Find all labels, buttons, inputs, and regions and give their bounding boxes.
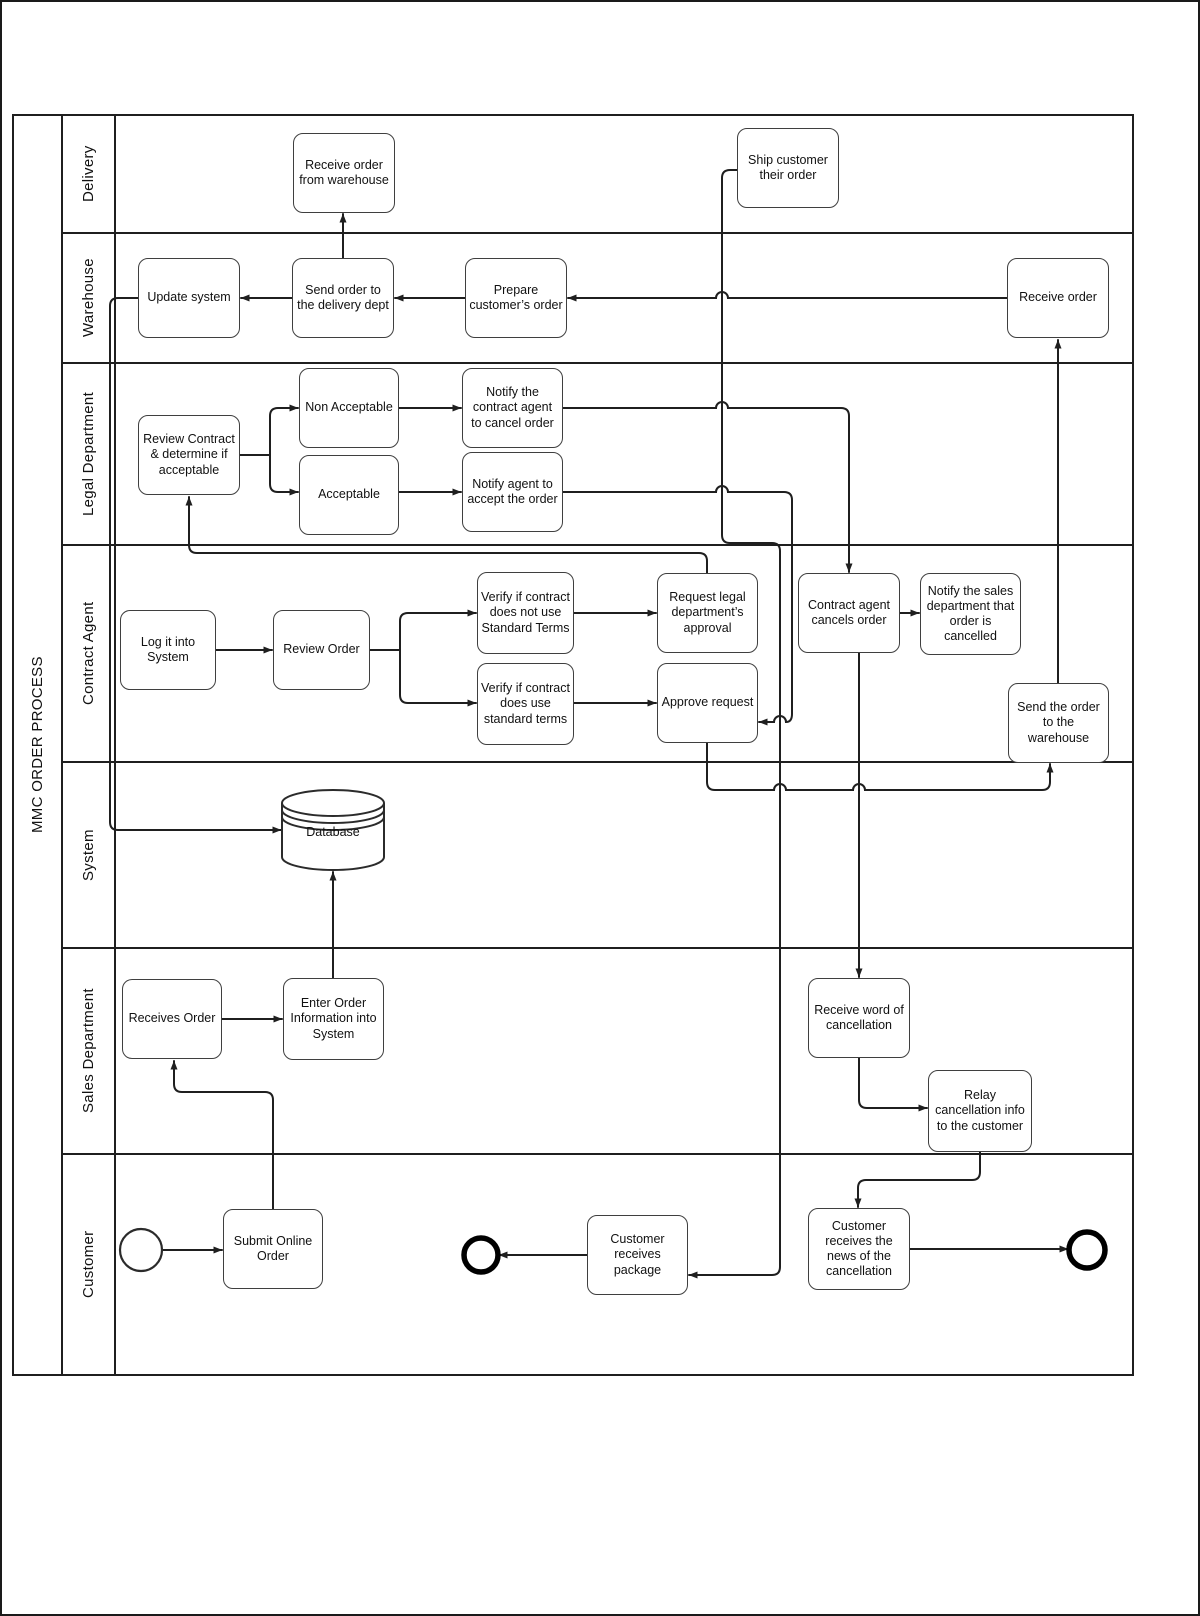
task-agent-cancels-order: Contract agent cancels order (798, 573, 900, 653)
database-body (281, 803, 385, 871)
database-top (281, 789, 385, 817)
lane-label-customer: Customer (80, 1230, 97, 1299)
task-send-order-to-delivery: Send order to the delivery dept (292, 258, 394, 338)
flow-notify-cancel-to-agent-cancels (562, 401, 853, 573)
task-acceptable: Acceptable (299, 455, 399, 535)
task-receives-order: Receives Order (122, 979, 222, 1059)
task-non-acceptable: Non Acceptable (299, 368, 399, 448)
lane-label-system: System (80, 829, 97, 881)
lane-label-sales: Sales Department (80, 988, 97, 1114)
flow-review-contract-to-non-acceptable (269, 404, 299, 456)
flow-relay-to-customer-news (854, 1151, 981, 1208)
task-notify-agent-accept: Notify agent to accept the order (462, 452, 563, 532)
task-verify-standard-terms: Verify if contract does use standard ter… (477, 663, 574, 745)
flow-review-to-verify-standard (399, 649, 477, 707)
database-rim-1 (281, 809, 385, 824)
pool-border (12, 114, 1134, 1376)
database-label: Database (306, 825, 360, 839)
database-cylinder (281, 789, 385, 871)
end-event-circle-cancellation (1066, 1229, 1108, 1271)
flow-approve-to-send-warehouse (706, 742, 1054, 791)
sequence-flows (109, 169, 1069, 1279)
task-prepare-customer-order: Prepare customer’s order (465, 258, 567, 338)
flow-update-system-to-database (109, 297, 282, 834)
task-review-contract: Review Contract & determine if acceptabl… (138, 415, 240, 495)
lane-label-contract-agent: Contract Agent (80, 601, 97, 706)
pool-frame (12, 114, 1134, 1376)
task-customer-receives-cancellation-news: Customer receives the news of the cancel… (808, 1208, 910, 1290)
task-approve-request: Approve request (657, 663, 758, 743)
lane-label-legal: Legal Department (80, 391, 97, 517)
flow-notify-accept-to-approve (562, 485, 793, 726)
task-request-legal-approval: Request legal department’s approval (657, 573, 758, 653)
task-enter-order-information: Enter Order Information into System (283, 978, 384, 1060)
start-event-circle (118, 1227, 164, 1273)
database-rim-2 (281, 816, 385, 831)
task-relay-cancellation-info: Relay cancellation info to the customer (928, 1070, 1032, 1152)
flow-submit-to-receives-order (170, 1060, 274, 1210)
task-ship-customer-order: Ship customer their order (737, 128, 839, 208)
task-verify-not-standard-terms: Verify if contract does not use Standard… (477, 572, 574, 654)
pool-title: MMC ORDER PROCESS (29, 656, 46, 834)
task-receive-order-from-warehouse: Receive order from warehouse (293, 133, 395, 213)
flow-ship-to-customer-package (688, 169, 781, 1279)
task-update-system: Update system (138, 258, 240, 338)
lane-label-delivery: Delivery (80, 145, 97, 203)
task-notify-agent-cancel: Notify the contract agent to cancel orde… (462, 368, 563, 448)
task-review-order: Review Order (273, 610, 370, 690)
flow-review-contract-to-acceptable (269, 454, 299, 496)
task-log-into-system: Log it into System (120, 610, 216, 690)
task-receive-order: Receive order (1007, 258, 1109, 338)
task-submit-online-order: Submit Online Order (223, 1209, 323, 1289)
lane-label-warehouse: Warehouse (80, 258, 97, 338)
task-notify-sales-cancelled: Notify the sales department that order i… (920, 573, 1021, 655)
task-send-order-to-warehouse: Send the order to the warehouse (1008, 683, 1109, 763)
flow-request-legal-to-review-contract (185, 496, 708, 574)
flow-receive-word-to-relay (858, 1057, 928, 1112)
task-customer-receives-package: Customer receives package (587, 1215, 688, 1295)
end-event-circle-package (461, 1235, 501, 1275)
task-receive-word-of-cancellation: Receive word of cancellation (808, 978, 910, 1058)
flow-receive-order-to-prepare (567, 291, 1008, 302)
flow-review-to-verify-not-standard (399, 609, 477, 651)
